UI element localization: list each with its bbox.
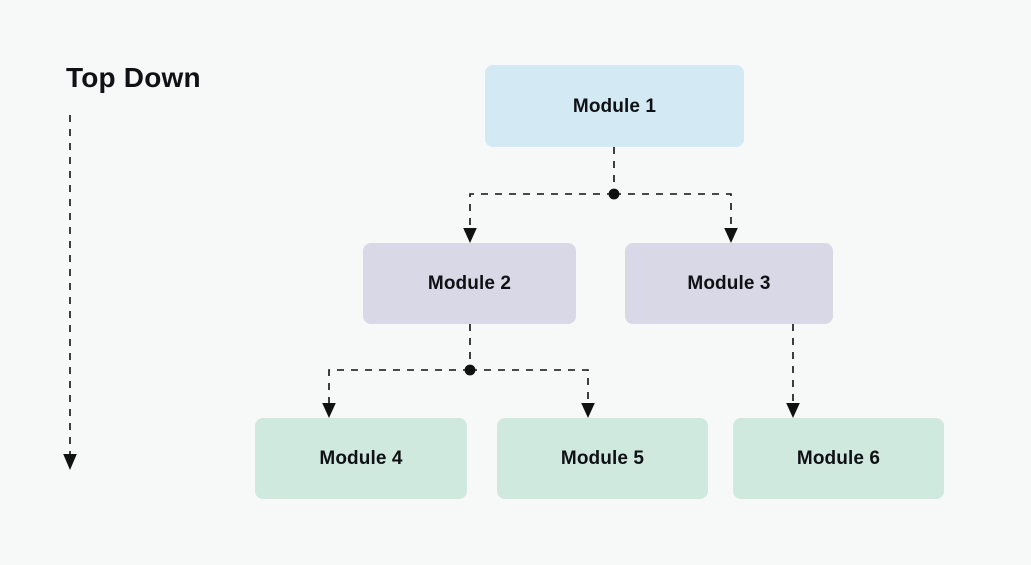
connector-junction-to-module-4 [322,369,470,418]
top-down-direction-arrow [63,115,77,470]
node-module-6-label: Module 6 [796,448,881,469]
junction-dot-level-1 [608,188,620,200]
connector-junction-to-module-5 [470,369,595,418]
connector-module-3-to-module-6 [786,324,800,418]
node-module-1-label: Module 1 [572,95,657,117]
node-module-1[interactable]: Module 1 [485,65,744,147]
node-module-6[interactable]: Module 6 [733,418,944,499]
node-module-3[interactable]: Module 3 [625,243,833,324]
junction-dot-level-2 [464,364,476,376]
connector-junction-to-module-3 [614,193,738,243]
direction-title: Top Down [66,62,201,93]
node-module-2-label: Module 2 [427,273,512,294]
node-module-5-label: Module 5 [560,448,645,469]
node-module-2[interactable]: Module 2 [363,243,576,324]
connector-module-2-to-junction [464,324,476,376]
node-module-5[interactable]: Module 5 [497,418,708,499]
node-module-4[interactable]: Module 4 [255,418,467,499]
node-module-3-label: Module 3 [687,273,771,294]
connector-junction-to-module-2 [463,193,614,243]
connector-module-1-to-junction [608,147,620,200]
node-module-4-label: Module 4 [319,448,403,469]
